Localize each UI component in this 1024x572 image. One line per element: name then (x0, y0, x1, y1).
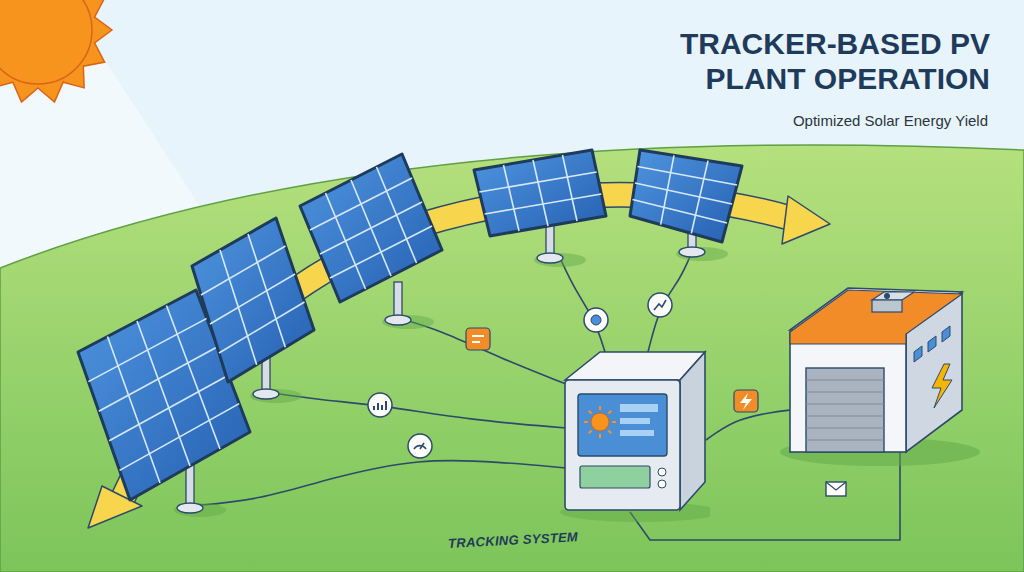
signal-wire (398, 318, 566, 384)
controller-box: TRACKING SYSTEM (440, 340, 710, 566)
solar-panel (630, 150, 742, 242)
subtitle: Optimized Solar Energy Yield (793, 112, 988, 129)
solar-panel (300, 154, 442, 302)
sun (0, 0, 112, 102)
signal-wire (266, 392, 566, 428)
node-label: TRACKING SYSTEM (448, 529, 579, 551)
solar-panel (192, 218, 314, 382)
green-hill (0, 145, 1024, 572)
substation-building (780, 288, 980, 466)
diagram-title: TRACKER-BASED PV PLANT OPERATION (590, 26, 990, 97)
solar-panel (474, 150, 606, 236)
signal-wire (648, 252, 692, 352)
solar-panels (78, 150, 742, 500)
signal-wire (560, 258, 605, 352)
signal-wire (190, 460, 566, 506)
